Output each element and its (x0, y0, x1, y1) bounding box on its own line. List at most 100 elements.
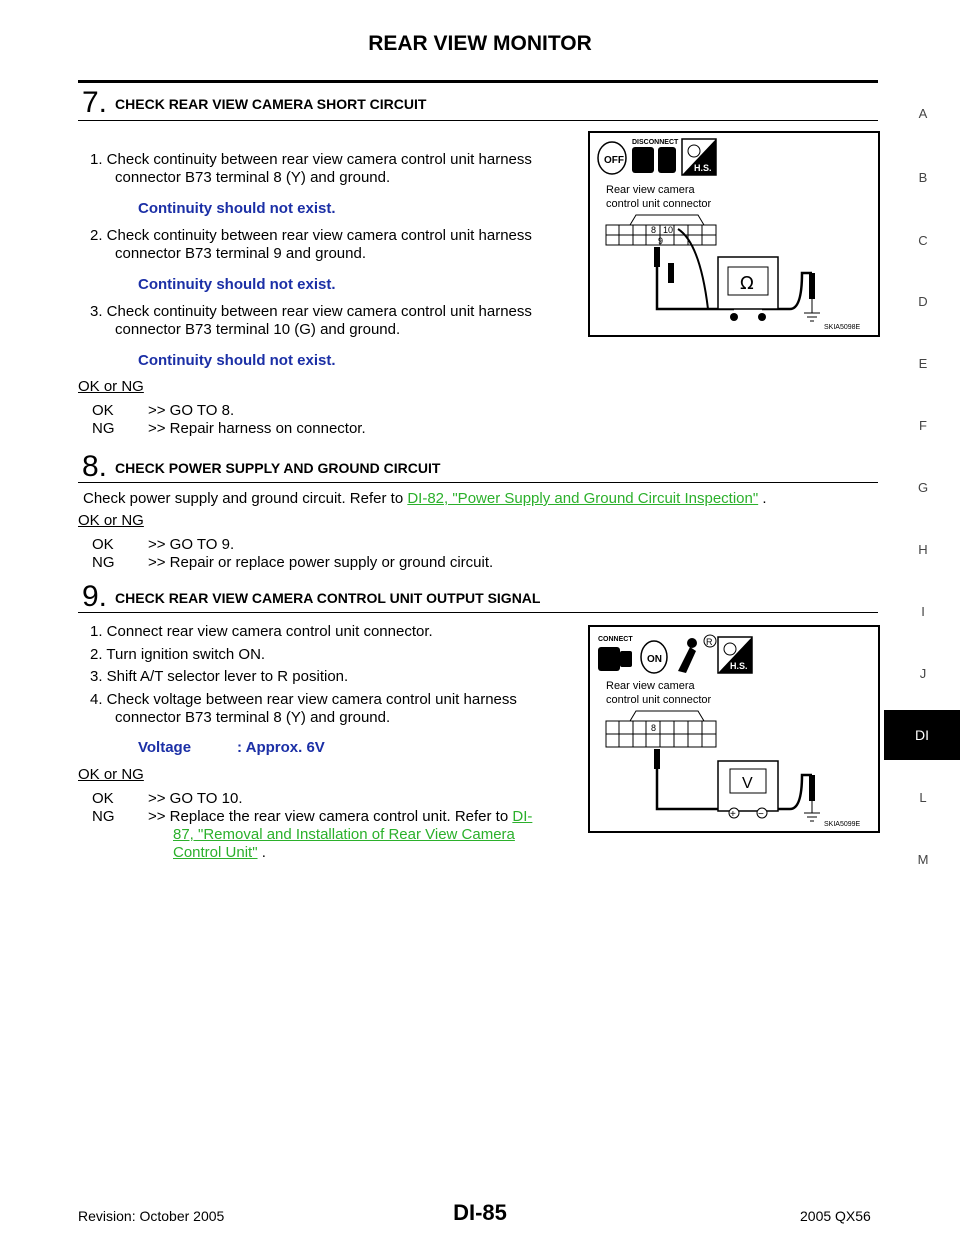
figure1-code: SKIA5098E (824, 324, 861, 331)
figure2-label-1: Rear view camera (606, 680, 696, 692)
step-9-ng-value: >> Replace the rear view camera control … (148, 808, 532, 826)
step-8-okng-label: OK or NG (78, 512, 144, 529)
voltmeter: V + − (717, 760, 779, 820)
step-7-item-1-cont: connector B73 terminal 8 (Y) and ground. (115, 169, 391, 186)
step-7-okng-label: OK or NG (78, 378, 144, 395)
step-9-ng-value-line3: Control Unit" . (173, 844, 266, 862)
step-9-item-4-cont: connector B73 terminal 8 (Y) and ground. (115, 709, 391, 726)
step-9-ng-suffix: . (257, 844, 266, 861)
step-8-body: Check power supply and ground circuit. R… (83, 490, 767, 508)
step-8-rule (78, 482, 878, 483)
step-7-spec-3: Continuity should not exist. (138, 352, 336, 369)
svg-text:Ω: Ω (740, 273, 754, 294)
step-7-spec-2: Continuity should not exist. (138, 276, 336, 293)
index-tab-di[interactable]: DI (884, 710, 960, 760)
step-7-item-3-cont: connector B73 terminal 10 (G) and ground… (115, 321, 401, 338)
step-9-ng-text: >> Replace the rear view camera control … (148, 808, 509, 825)
svg-text:V: V (742, 775, 753, 792)
svg-text:+: + (730, 809, 736, 820)
svg-text:R: R (706, 637, 713, 647)
step-7-ng-key: NG (92, 420, 115, 437)
connect-icon: CONNECT (598, 636, 633, 671)
page-title: REAR VIEW MONITOR (368, 32, 592, 55)
step-9-item-2: 2. Turn ignition switch ON. (90, 646, 266, 663)
figure2-label-2: control unit connector (606, 694, 712, 706)
svg-text:H.S.: H.S. (694, 163, 712, 173)
step-7-item-3: 3. Check continuity between rear view ca… (90, 303, 532, 320)
step-9-heading: 9. CHECK REAR VIEW CAMERA CONTROL UNIT OU… (82, 580, 540, 614)
harness-side-icon-2: H.S. (717, 636, 753, 674)
step-7-item-2-cont: connector B73 terminal 9 and ground. (115, 245, 366, 262)
figure-voltage-diagram: CONNECT ON R H.S. Rear view camera contr… (598, 634, 861, 828)
step-8-title: CHECK POWER SUPPLY AND GROUND CIRCUIT (115, 460, 441, 476)
svg-text:H.S.: H.S. (730, 661, 748, 671)
step-9-spec-value: : Approx. 6V (237, 739, 325, 756)
svg-text:−: − (758, 809, 764, 820)
step-9-spec-label: Voltage (138, 739, 192, 756)
step-8-ng-value: >> Repair or replace power supply or gro… (148, 554, 494, 571)
step-9-title: CHECK REAR VIEW CAMERA CONTROL UNIT OUTP… (115, 590, 541, 606)
step-7-ok-value: >> GO TO 8. (148, 402, 235, 419)
svg-text:8: 8 (651, 723, 656, 733)
svg-text:DISCONNECT: DISCONNECT (632, 139, 679, 146)
step-7-spec-1: Continuity should not exist. (138, 200, 336, 217)
step-7-rule (78, 120, 878, 121)
footer-model: 2005 QX56 (800, 1208, 871, 1224)
step-8-ok-key: OK (92, 536, 114, 553)
ohmmeter: Ω (717, 256, 779, 321)
connector-b73-2: 8 (605, 710, 717, 748)
figure1-label-2: control unit connector (606, 198, 712, 210)
step-7-item-2: 2. Check continuity between rear view ca… (90, 227, 532, 244)
index-letter-c[interactable]: C (918, 233, 928, 248)
svg-text:CONNECT: CONNECT (598, 636, 633, 643)
figure-voltage-check: CONNECT ON R H.S. Rear view camera contr… (588, 625, 880, 833)
index-letter-f[interactable]: F (919, 418, 927, 433)
step-9-okng-label: OK or NG (78, 766, 144, 783)
index-letter-i[interactable]: I (921, 604, 925, 619)
svg-text:10: 10 (663, 225, 673, 235)
figure-continuity-check: OFF DISCONNECT H.S. Rear view camera con… (588, 131, 880, 337)
shift-lever-icon: R (678, 634, 717, 673)
figure2-code: SKIA5099E (824, 821, 861, 828)
svg-text:9: 9 (658, 236, 663, 246)
footer-revision: Revision: October 2005 (78, 1208, 225, 1224)
step-7-ng-value: >> Repair harness on connector. (148, 420, 366, 437)
svg-text:ON: ON (647, 654, 662, 665)
index-letter-j[interactable]: J (919, 666, 927, 681)
step-9-reference-link-3[interactable]: Control Unit" (173, 844, 258, 861)
ignition-off-icon: OFF (597, 141, 627, 175)
index-letter-l[interactable]: L (919, 790, 927, 805)
footer-page-number: DI-85 (453, 1200, 507, 1225)
step-7-number: 7. (82, 86, 108, 119)
svg-text:8: 8 (651, 225, 656, 235)
step-8-number: 8. (82, 450, 108, 483)
index-letter-h[interactable]: H (918, 542, 928, 557)
step-9-reference-link-2[interactable]: 87, "Removal and Installation of Rear Vi… (173, 826, 515, 843)
step-7-title: CHECK REAR VIEW CAMERA SHORT CIRCUIT (115, 96, 427, 112)
step-8-reference-link[interactable]: DI-82, "Power Supply and Ground Circuit … (407, 490, 759, 507)
index-letter-d[interactable]: D (918, 294, 928, 309)
step-9-rule (78, 612, 878, 613)
index-letter-e[interactable]: E (918, 356, 928, 371)
index-letter-a[interactable]: A (918, 106, 928, 121)
connector-b73: 8 10 9 (605, 214, 717, 246)
test-probes (654, 228, 820, 322)
harness-side-icon: H.S. (681, 138, 717, 176)
step-9-ok-key: OK (92, 790, 114, 807)
step-7-ok-key: OK (92, 402, 114, 419)
step-7-item-1: 1. Check continuity between rear view ca… (90, 151, 532, 168)
step-9-reference-link-1[interactable]: DI- (512, 808, 533, 825)
step-9-ok-value: >> GO TO 10. (148, 790, 243, 807)
index-letter-g[interactable]: G (917, 480, 929, 495)
index-letter-m[interactable]: M (917, 852, 929, 867)
figure1-label-1: Rear view camera (606, 184, 696, 196)
index-letter-b[interactable]: B (918, 170, 928, 185)
ignition-on-icon: ON (640, 640, 668, 674)
step-8-heading: 8. CHECK POWER SUPPLY AND GROUND CIRCUIT (82, 450, 440, 484)
header-rule (78, 80, 878, 83)
test-probes-2 (654, 749, 820, 822)
step-8-ng-key: NG (92, 554, 115, 571)
step-8-ok-value: >> GO TO 9. (148, 536, 235, 553)
step-9-number: 9. (82, 580, 108, 613)
step-9-item-3: 3. Shift A/T selector lever to R positio… (90, 668, 349, 685)
